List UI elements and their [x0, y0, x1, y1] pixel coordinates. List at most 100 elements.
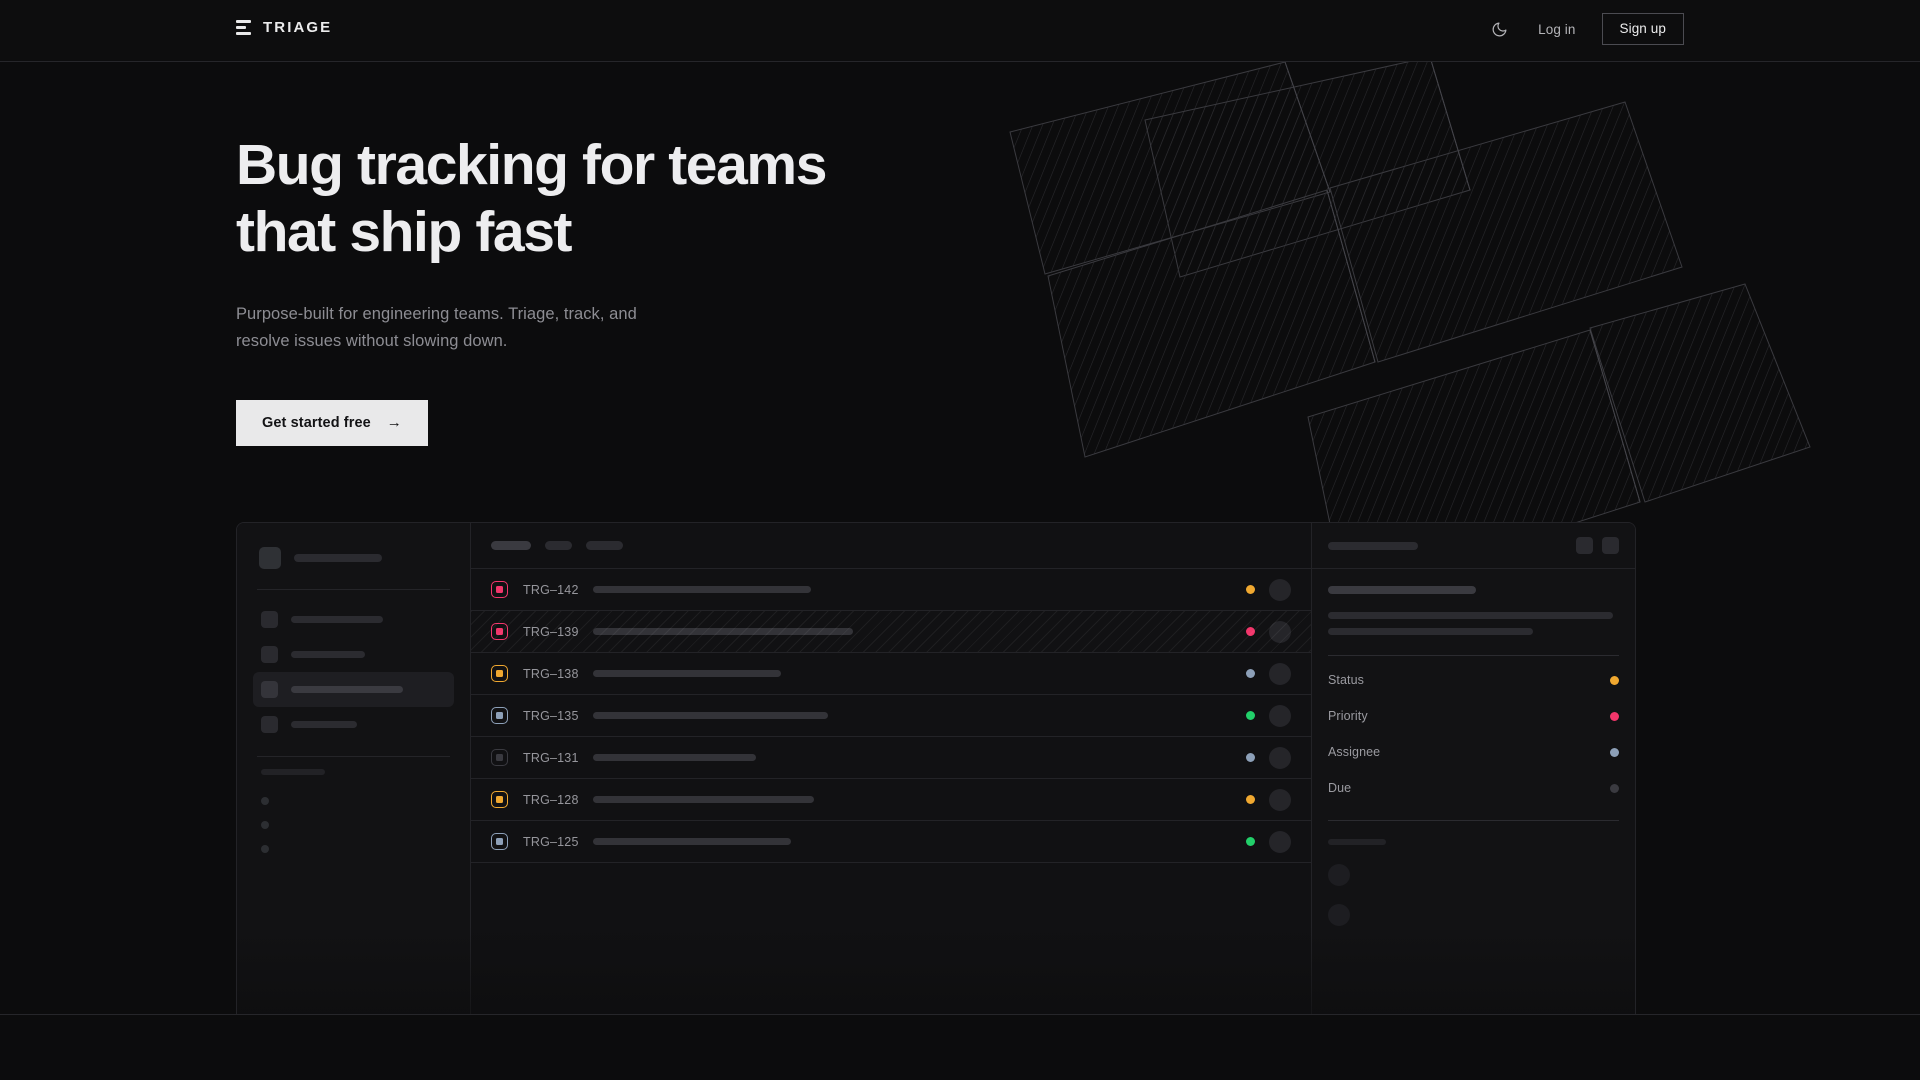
status-dot: [1246, 627, 1255, 636]
detail-header: [1312, 523, 1635, 569]
header-actions: Log in Sign up: [1482, 12, 1684, 46]
get-started-button[interactable]: Get started free →: [236, 399, 428, 446]
priority-badge: [491, 833, 508, 850]
table-row[interactable]: TRG–125: [471, 821, 1311, 863]
get-started-label: Get started free: [262, 414, 371, 431]
table-row[interactable]: TRG–138: [471, 653, 1311, 695]
issue-id: TRG–128: [523, 792, 579, 807]
detail-property-status[interactable]: Status: [1328, 662, 1619, 698]
table-row[interactable]: TRG–135: [471, 695, 1311, 737]
issue-title-skeleton: [593, 754, 756, 761]
divider: [1328, 655, 1619, 656]
property-label: Due: [1328, 781, 1352, 795]
issue-title-skeleton: [593, 796, 814, 803]
avatar: [1328, 864, 1350, 886]
avatar: [1269, 578, 1291, 601]
avatar: [1269, 788, 1291, 811]
detail-property-assignee[interactable]: Assignee: [1328, 734, 1619, 770]
divider: [1328, 820, 1619, 821]
issue-id: TRG–131: [523, 750, 579, 765]
detail-body: Status Priority Assignee Due: [1312, 569, 1635, 935]
detail-property-due[interactable]: Due: [1328, 770, 1619, 806]
avatar: [1269, 662, 1291, 685]
property-label: Priority: [1328, 709, 1368, 723]
brand-name: TRIAGE: [263, 19, 333, 36]
issue-title-skeleton: [593, 838, 791, 845]
sidebar-item-icon: [261, 681, 278, 698]
list-toolbar: [471, 523, 1311, 569]
section-divider: [0, 1014, 1920, 1015]
divider: [257, 589, 450, 590]
sidebar-item-3-active[interactable]: [253, 672, 454, 707]
avatar: [1269, 830, 1291, 853]
sidebar-mini-item[interactable]: [253, 837, 454, 861]
dot-icon: [261, 797, 269, 805]
status-dot: [1246, 585, 1255, 594]
hero-copy: Bug tracking for teams that ship fast Pu…: [236, 132, 936, 446]
sidebar-mini-item[interactable]: [253, 813, 454, 837]
detail-property-priority[interactable]: Priority: [1328, 698, 1619, 734]
signup-button[interactable]: Sign up: [1601, 13, 1684, 45]
detail-action-button[interactable]: [1602, 537, 1619, 554]
mockup-sidebar-logo[interactable]: [253, 541, 454, 575]
sidebar-item-4[interactable]: [253, 707, 454, 742]
skeleton-bar: [291, 721, 357, 728]
toolbar-pill[interactable]: [586, 541, 623, 550]
skeleton-bar: [1328, 839, 1386, 845]
dot-icon: [261, 821, 269, 829]
skeleton-bar: [1328, 612, 1613, 619]
avatar: [1269, 620, 1291, 643]
moon-icon[interactable]: [1482, 12, 1516, 46]
divider: [257, 756, 450, 757]
mockup-sidebar: [237, 523, 471, 1014]
priority-badge: [491, 791, 508, 808]
detail-comment-row: [1328, 895, 1619, 935]
mockup-detail-panel: Status Priority Assignee Due: [1311, 523, 1635, 1014]
detail-comment-row: [1328, 855, 1619, 895]
brand-logo[interactable]: TRIAGE: [236, 19, 332, 36]
app-preview-mockup: TRG–142 TRG–139 TRG–138: [236, 522, 1636, 1014]
property-label: Assignee: [1328, 745, 1381, 759]
table-row[interactable]: TRG–142: [471, 569, 1311, 611]
status-dot: [1610, 711, 1619, 721]
avatar: [1269, 746, 1291, 769]
sidebar-item-1[interactable]: [253, 602, 454, 637]
sidebar-item-icon: [261, 611, 278, 628]
property-label: Status: [1328, 673, 1365, 687]
status-dot: [1610, 675, 1619, 685]
status-dot: [1610, 747, 1619, 757]
site-header: TRIAGE Log in Sign up: [0, 0, 1920, 62]
dot-icon: [261, 845, 269, 853]
avatar: [1328, 904, 1350, 926]
avatar: [1269, 704, 1291, 727]
table-row[interactable]: TRG–139: [471, 611, 1311, 653]
login-link[interactable]: Log in: [1538, 21, 1576, 37]
priority-badge: [491, 665, 508, 682]
issue-title-skeleton: [593, 670, 781, 677]
sidebar-mini-item[interactable]: [253, 789, 454, 813]
issue-title-skeleton: [593, 586, 811, 593]
mockup-issue-list: TRG–142 TRG–139 TRG–138: [471, 523, 1311, 1014]
table-row[interactable]: TRG–128: [471, 779, 1311, 821]
skeleton-bar: [261, 769, 325, 775]
priority-badge: [491, 581, 508, 598]
table-row[interactable]: TRG–131: [471, 737, 1311, 779]
toolbar-pill[interactable]: [545, 541, 572, 550]
priority-badge: [491, 707, 508, 724]
arrow-right-icon: →: [386, 414, 402, 432]
issue-title-skeleton: [593, 712, 828, 719]
status-dot: [1246, 795, 1255, 804]
hero-section: Bug tracking for teams that ship fast Pu…: [0, 62, 1920, 1014]
issue-id: TRG–125: [523, 834, 579, 849]
status-dot: [1246, 837, 1255, 846]
page-title: Bug tracking for teams that ship fast: [236, 133, 827, 264]
mockup-logo-icon: [259, 547, 281, 569]
status-dot: [1246, 669, 1255, 678]
skeleton-bar: [291, 686, 403, 693]
sidebar-item-2[interactable]: [253, 637, 454, 672]
issue-id: TRG–138: [523, 666, 579, 681]
detail-action-button[interactable]: [1576, 537, 1593, 554]
toolbar-pill[interactable]: [491, 541, 531, 550]
skeleton-bar: [291, 651, 365, 658]
